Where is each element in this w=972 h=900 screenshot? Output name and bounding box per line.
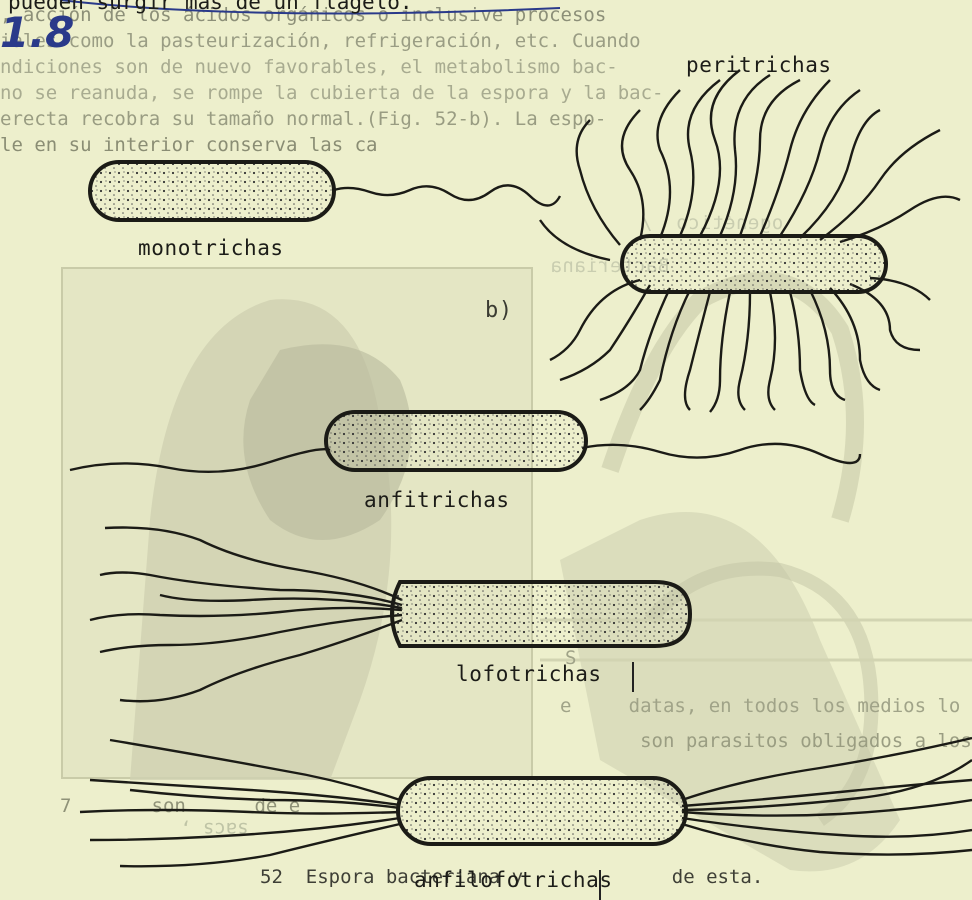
label-anfilofotrichas: anfilofotrichas: [414, 868, 613, 892]
label-anfitrichas: anfitrichas: [364, 488, 510, 512]
handwritten-number: 1.8: [0, 8, 74, 57]
amphilophotrichous-bacterium: [80, 738, 972, 866]
amphitrichous-bacterium: [70, 412, 860, 472]
monotrichous-bacterium: [90, 162, 560, 220]
peritrichous-bacterium: [540, 70, 960, 412]
label-lofotrichas: lofotrichas: [456, 662, 602, 686]
label-peritrichas: peritrichas: [686, 53, 832, 77]
inset-label: b): [485, 298, 513, 323]
single-flagellum: [334, 185, 560, 205]
label-monotrichas: monotrichas: [138, 236, 284, 260]
